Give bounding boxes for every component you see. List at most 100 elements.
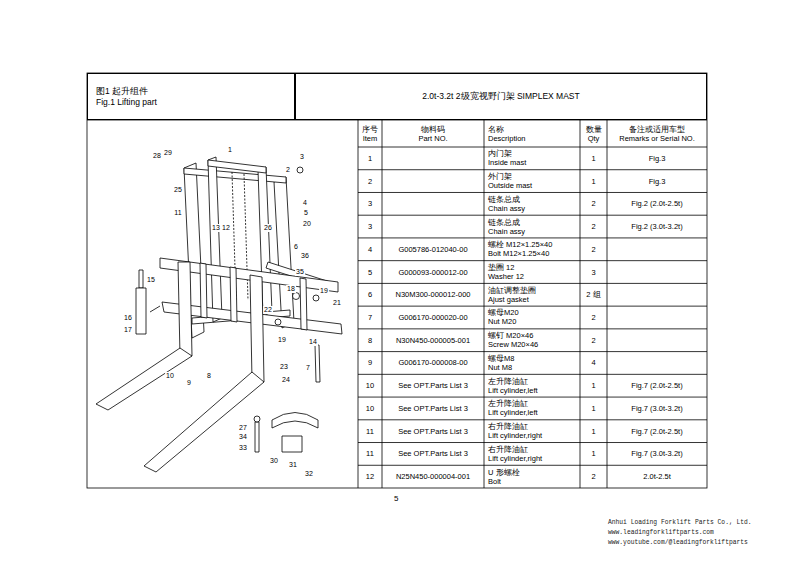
table-cell-text: 8 xyxy=(368,336,372,345)
callout-number: 9 xyxy=(186,379,192,387)
callout-number: 10 xyxy=(165,372,175,380)
table-cell-text: 1 xyxy=(591,154,595,163)
table-cell-text: 3 xyxy=(368,222,372,231)
table-cell: Fig.7 (2.0t-2.5t) xyxy=(607,374,707,397)
table-cell: 1 xyxy=(580,147,607,170)
mast-illustration xyxy=(96,157,342,472)
callout-number: 23 xyxy=(279,363,289,371)
table-cell-text: 7 xyxy=(368,313,372,322)
table-cell-text: 左升降油缸 xyxy=(488,399,528,408)
table-cell-text: Fig.7 (2.0t-2.5t) xyxy=(631,427,682,436)
table-cell: 3 xyxy=(358,215,382,238)
table-cell-text: Lift cylinder,left xyxy=(488,386,538,395)
table-cell: 物料码Part NO. xyxy=(382,120,484,147)
table-cell-text: Nut M20 xyxy=(488,317,516,326)
callout-number: 17 xyxy=(123,326,133,334)
table-cell: Fig.2 (3.0t-3.2t) xyxy=(607,215,707,238)
header-box: 图1 起升组件Fig.1 Lifting part xyxy=(87,73,295,120)
table-cell: 3 xyxy=(358,192,382,215)
table-cell-text: 9 xyxy=(368,358,372,367)
table-cell: Fig.3 xyxy=(607,147,707,170)
table-cell-text: 链条总成 xyxy=(488,195,520,204)
callout-number: 36 xyxy=(300,252,310,260)
table-cell-text: 12 xyxy=(366,472,374,481)
table-cell-text: Fig.3 xyxy=(649,154,666,163)
table-cell-text: See OPT.Parts List 3 xyxy=(398,449,468,458)
table-cell-text: Outside mast xyxy=(488,181,532,190)
table-cell-text: Ajust gasket xyxy=(488,295,529,304)
table-cell: G005786-012040-00 xyxy=(382,238,484,261)
table-cell: 油缸调整垫圈Ajust gasket xyxy=(484,283,580,306)
table-cell: 螺栓 M12×1.25×40Bolt M12×1.25×40 xyxy=(484,238,580,261)
table-cell-text: 11 xyxy=(366,427,374,436)
table-cell: 1 xyxy=(358,147,382,170)
table-cell: N30N450-000005-001 xyxy=(382,329,484,352)
table-cell-text: See OPT.Parts List 3 xyxy=(398,404,468,413)
table-cell-text: 1 xyxy=(591,381,595,390)
table-cell: See OPT.Parts List 3 xyxy=(382,397,484,420)
callout-number: 27 xyxy=(238,424,248,432)
table-cell-text: 螺栓 M12×1.25×40 xyxy=(488,240,552,249)
callout-number: 25 xyxy=(173,186,183,194)
table-cell-text: G005786-012040-00 xyxy=(398,245,467,254)
callout-number: 28 xyxy=(152,152,162,160)
table-cell-text: Lift cylinder,left xyxy=(488,408,538,417)
table-cell-text: 物料码 xyxy=(421,125,445,134)
table-cell-text: Inside mast xyxy=(488,158,526,167)
table-cell-text: 数量 xyxy=(586,125,602,134)
table-cell: U 形螺栓Bolt xyxy=(484,465,580,488)
table-cell: 11 xyxy=(358,420,382,443)
table-cell-text: 序号 xyxy=(362,125,378,134)
table-cell-text: Part NO. xyxy=(418,134,447,143)
table-cell: 11 xyxy=(358,443,382,466)
callout-number: 13 xyxy=(211,224,221,232)
table-cell-text: U 形螺栓 xyxy=(488,468,520,477)
callout-number: 19 xyxy=(319,287,329,295)
table-cell: 备注或适用车型Remarks or Serial NO. xyxy=(607,120,707,147)
callout-number: 8 xyxy=(206,372,212,380)
table-cell: 2 xyxy=(358,170,382,193)
table-cell: 右升降油缸Lift cylinder,right xyxy=(484,443,580,466)
table-cell-text: 螺钉 M20×46 xyxy=(488,331,533,340)
table-cell: Fig.7 (3.0t-3.2t) xyxy=(607,443,707,466)
table-cell: 12 xyxy=(358,465,382,488)
table-cell-text: Fig.7 (2.0t-2.5t) xyxy=(631,381,682,390)
table-grid xyxy=(87,73,707,488)
table-cell-text: Nut M8 xyxy=(488,363,512,372)
table-cell-text: 1 xyxy=(591,404,595,413)
table-cell: G006170-000020-00 xyxy=(382,306,484,329)
table-cell: 7 xyxy=(358,306,382,329)
table-cell-text: 内门架 xyxy=(488,149,512,158)
table-cell: 4 xyxy=(580,352,607,375)
table-cell-text: Fig.7 (3.0t-3.2t) xyxy=(631,449,682,458)
table-cell-text: 3 xyxy=(368,199,372,208)
table-cell: 2 xyxy=(580,238,607,261)
callout-number: 20 xyxy=(302,220,312,228)
table-cell: N25N450-000004-001 xyxy=(382,465,484,488)
footer-text: www.leadingforkliftparts.com xyxy=(608,529,714,537)
callout-number: 1 xyxy=(227,146,233,154)
table-cell: 链条总成Chain assy xyxy=(484,215,580,238)
table-cell: Fig.2 (2.0t-2.5t) xyxy=(607,192,707,215)
callout-number: 14 xyxy=(308,338,318,346)
callout-number: 34 xyxy=(238,433,248,441)
table-cell-text: Washer 12 xyxy=(488,272,524,281)
table-cell-text: 2 xyxy=(591,222,595,231)
table-cell-text: See OPT.Parts List 3 xyxy=(398,381,468,390)
table-cell-text: Fig.7 (3.0t-3.2t) xyxy=(631,404,682,413)
table-cell-text: 11 xyxy=(366,449,374,458)
table-cell: 左升降油缸Lift cylinder,left xyxy=(484,397,580,420)
table-cell: 序号Item xyxy=(358,120,382,147)
callout-number: 31 xyxy=(288,461,298,469)
table-cell: 名称Description xyxy=(484,120,580,147)
table-cell-text: Chain assy xyxy=(488,227,525,236)
table-cell-text: 5 xyxy=(368,268,372,277)
table-cell-text: 2.0t-2.5t xyxy=(643,472,671,481)
table-cell-text: 1 xyxy=(591,177,595,186)
table-cell-text: 右升降油缸 xyxy=(488,422,528,431)
table-cell-text: 2 xyxy=(591,245,595,254)
table-cell-text: G006170-000008-00 xyxy=(398,358,467,367)
callout-number: 4 xyxy=(302,199,308,207)
table-cell: 外门架Outside mast xyxy=(484,170,580,193)
table-cell-text: 2 xyxy=(591,199,595,208)
